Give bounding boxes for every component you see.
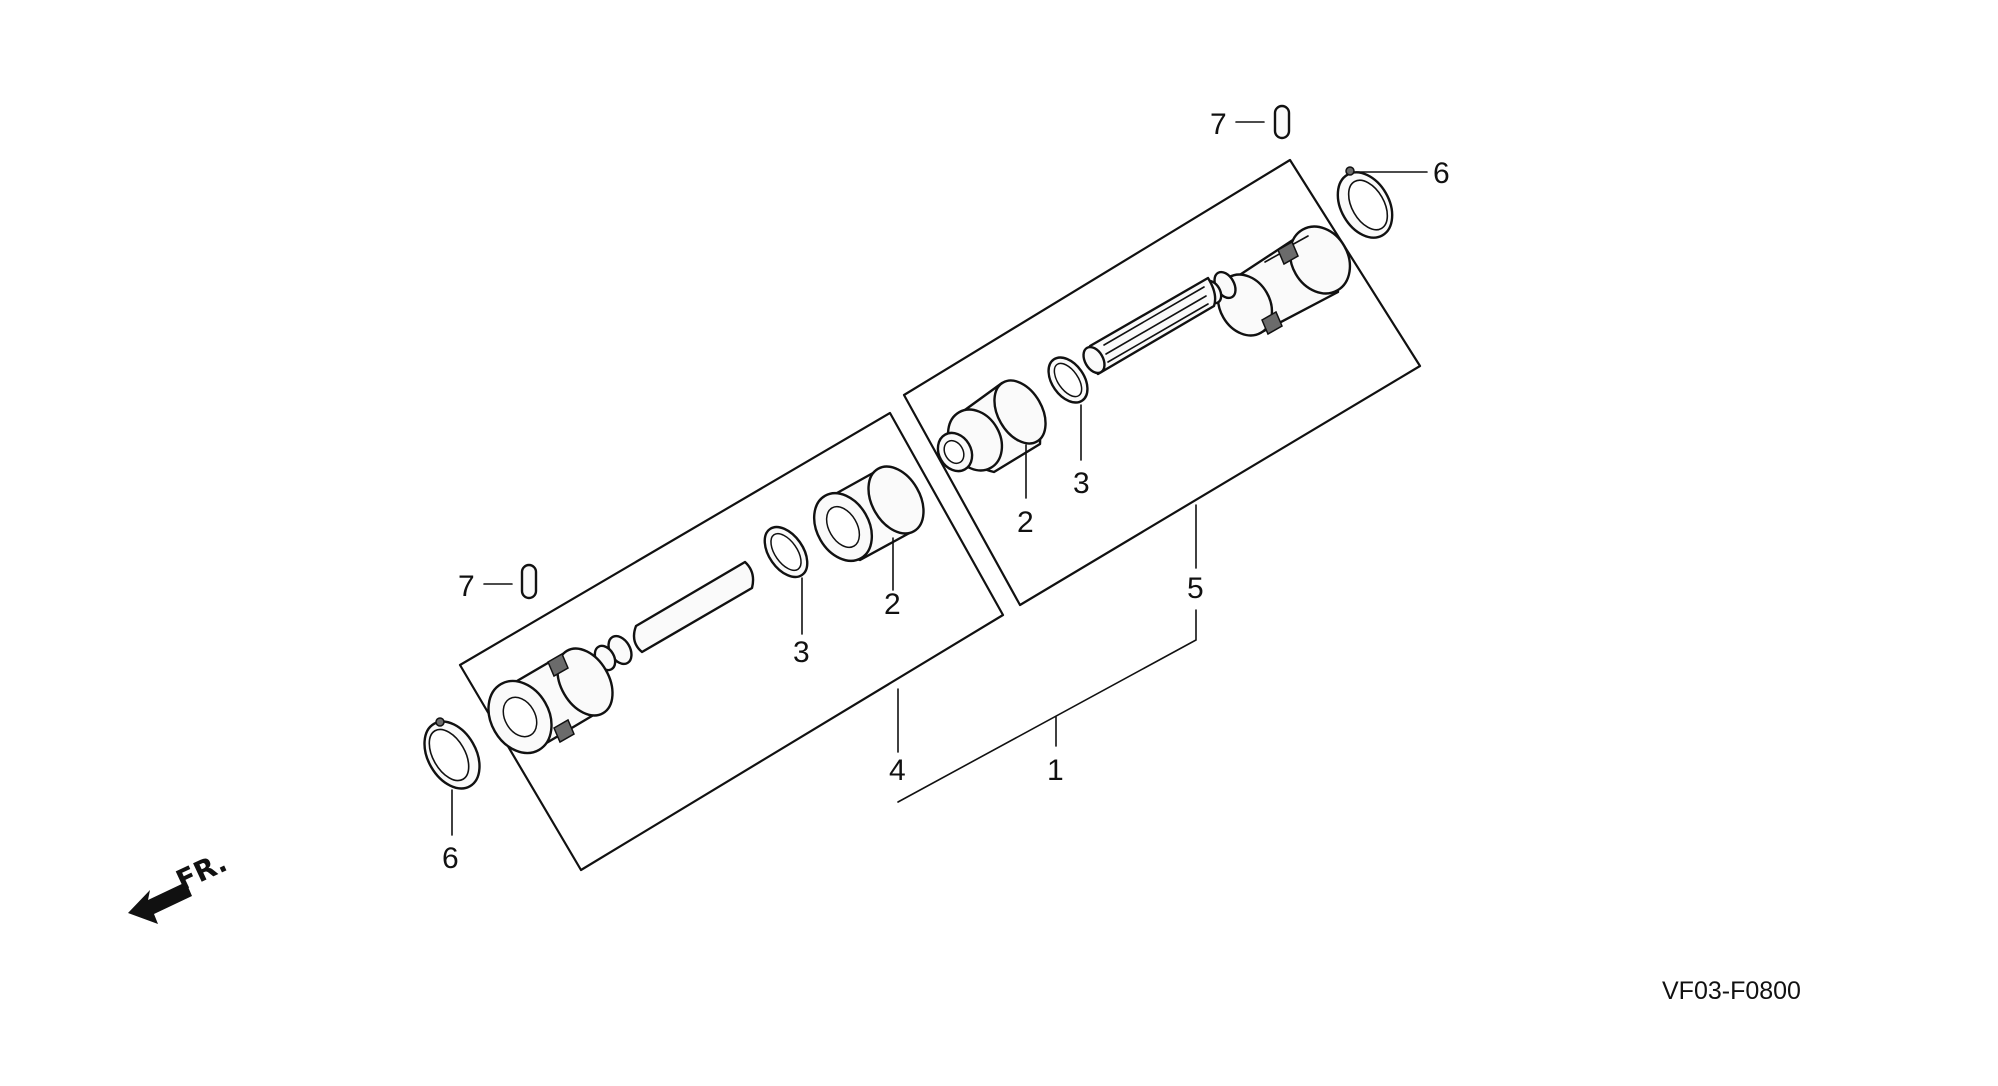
outboard-boot-clip [423, 717, 481, 790]
callout-joint-inboard: 5 [1187, 572, 1204, 605]
pin-top [1273, 104, 1291, 140]
pin-left [520, 563, 538, 600]
callout-clip-top: 6 [1433, 157, 1450, 190]
inboard-snap-ring [1047, 356, 1089, 404]
callout-pin-top: 7 [1210, 108, 1227, 141]
outboard-boot-seal [812, 465, 925, 562]
callout-ring-right: 3 [1073, 467, 1090, 500]
callout-ring-left: 3 [793, 636, 810, 669]
inboard-splined-shaft [1082, 276, 1217, 376]
group-frame-outboard [458, 411, 1005, 872]
drawing-code: VF03-F0800 [1662, 977, 1801, 1005]
outboard-joint-housing [487, 647, 614, 755]
leader-shaft-assy [897, 609, 1197, 803]
callout-shaft-assy: 1 [1047, 754, 1064, 787]
front-arrow-icon [128, 882, 192, 924]
group-frame-inboard [902, 158, 1422, 607]
inboard-boot-clip [1336, 166, 1394, 239]
callout-seal-right: 2 [1017, 506, 1034, 539]
front-direction-indicator: FR. [128, 846, 232, 924]
inboard-joint-housing [1201, 225, 1352, 337]
callout-clip-bottom: 6 [442, 842, 459, 875]
callout-seal-left: 2 [884, 588, 901, 621]
callout-pin-left: 7 [458, 570, 475, 603]
callout-joint-outboard: 4 [889, 754, 906, 787]
outboard-snap-ring [763, 525, 809, 579]
inboard-boot-seal [936, 379, 1047, 474]
outboard-shaft [593, 560, 755, 672]
